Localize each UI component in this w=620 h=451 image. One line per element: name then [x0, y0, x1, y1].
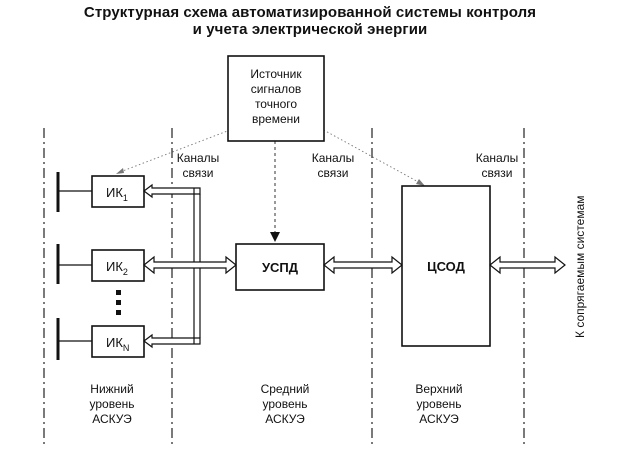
ik-block-n	[91, 325, 145, 358]
time-source-line-1: Источник	[250, 67, 302, 81]
upper-level-line-1: Верхний	[415, 382, 462, 396]
uspd-block	[235, 243, 325, 291]
sync-arrowhead-tssod	[416, 179, 425, 186]
ellipsis-dot-2	[116, 300, 121, 305]
channel-tssod-external	[489, 255, 566, 275]
diagram-title-line-2: и учета электрической энергии	[192, 21, 428, 38]
ellipsis-dot-1	[116, 290, 121, 295]
channels-label-lower-1: Каналы	[177, 151, 220, 165]
middle-level-line-1: Средний	[261, 382, 310, 396]
middle-level-line-3: АСКУЭ	[265, 412, 305, 426]
channel-ik2-uspd	[143, 255, 237, 275]
diagram-title-line-1: Структурная схема автоматизированной сис…	[83, 4, 537, 21]
lower-level-line-1: Нижний	[90, 382, 133, 396]
channels-label-upper-1: Каналы	[476, 151, 519, 165]
ellipsis-dot-3	[116, 310, 121, 315]
time-source-line-4: времени	[252, 112, 300, 126]
ik-block-2	[91, 249, 145, 282]
lower-level-line-2: уровень	[89, 397, 134, 411]
time-source-line-2: сигналов	[251, 82, 302, 96]
channels-label-upper-2: связи	[482, 166, 513, 180]
channel-ik1	[143, 183, 201, 199]
upper-level-line-3: АСКУЭ	[419, 412, 459, 426]
time-source-line-3: точного	[255, 97, 297, 111]
external-systems-label: К сопрягаемым системам	[573, 196, 587, 339]
channels-label-middle-1: Каналы	[312, 151, 355, 165]
sync-line-to-tssod	[319, 127, 423, 185]
tssod-label: ЦСОД	[427, 259, 466, 274]
channel-uspd-tssod	[323, 255, 403, 275]
channels-label-lower-2: связи	[183, 166, 214, 180]
middle-level-line-2: уровень	[262, 397, 307, 411]
channel-ikn	[143, 333, 201, 349]
lower-level-line-3: АСКУЭ	[92, 412, 132, 426]
channels-label-middle-2: связи	[318, 166, 349, 180]
uspd-label: УСПД	[262, 260, 299, 275]
tssod-block	[401, 185, 491, 347]
sync-arrowhead-uspd	[270, 232, 280, 242]
upper-level-line-2: уровень	[416, 397, 461, 411]
ik-block-2-label: ИК2	[106, 259, 128, 277]
ik-block-n-label: ИКN	[106, 335, 129, 353]
ik-block-1-label: ИК1	[106, 185, 128, 203]
sync-arrowhead-ik	[116, 168, 124, 174]
time-source-block	[227, 55, 325, 142]
